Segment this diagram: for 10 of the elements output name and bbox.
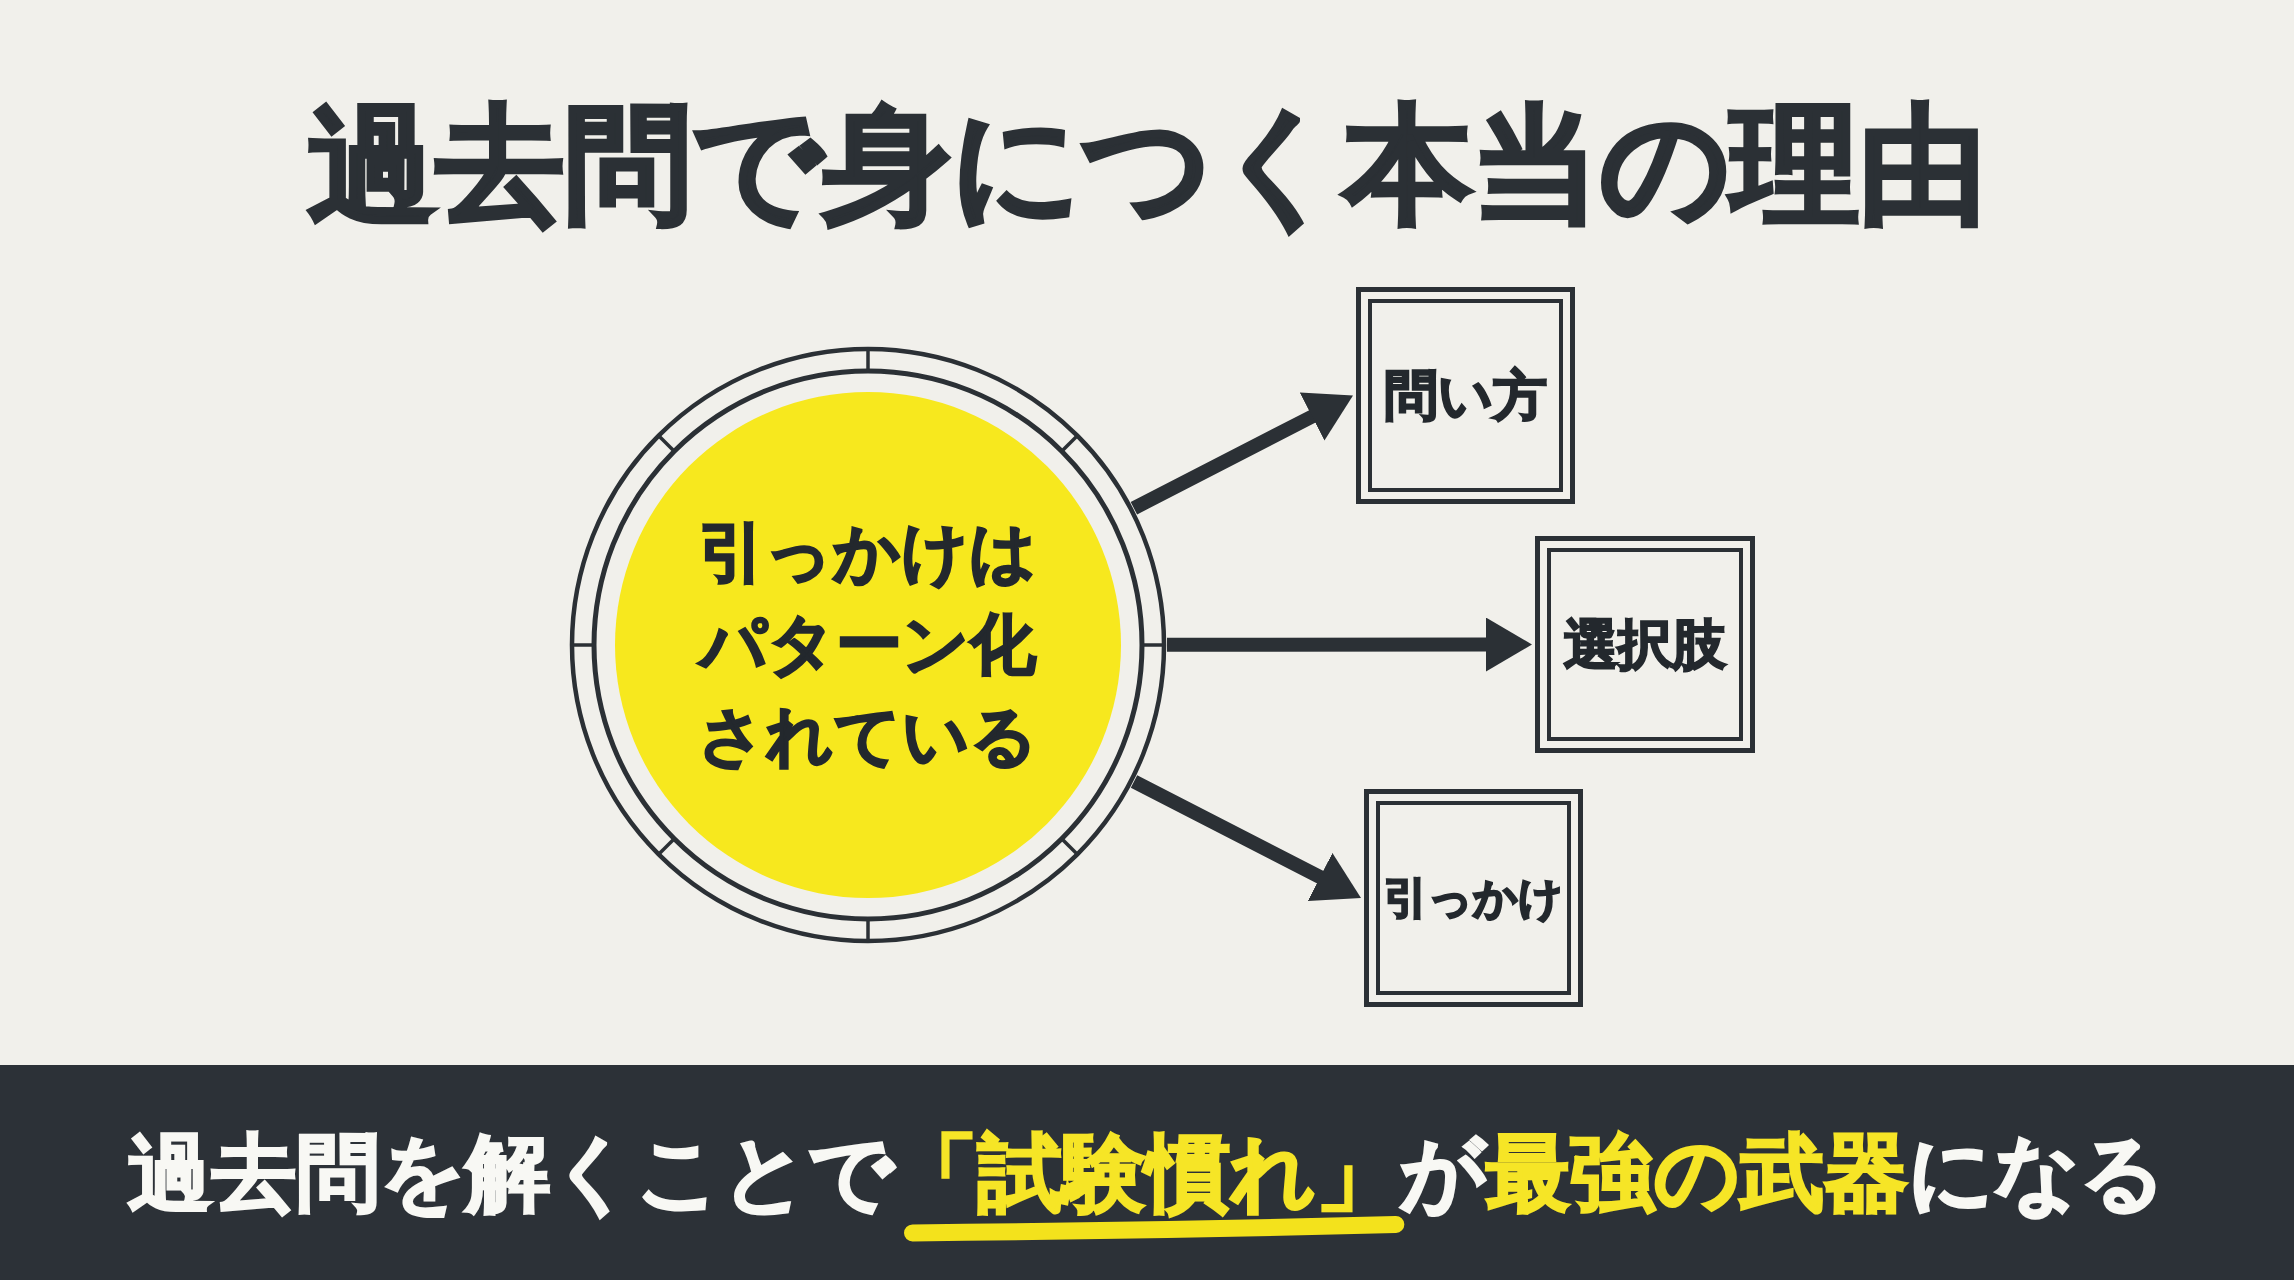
box-label: 選択肢 bbox=[1564, 611, 1726, 678]
box-label: 引っかけ bbox=[1384, 871, 1563, 925]
title: 過去問で身につく本当の理由 bbox=[307, 91, 1987, 239]
box-label: 問い方 bbox=[1384, 362, 1547, 429]
arrow bbox=[1167, 617, 1532, 672]
double-bordered-box bbox=[1356, 287, 1575, 504]
double-bordered-box bbox=[1364, 789, 1583, 1007]
caption-text: 過去問を解くことで「試験慣れ」が最強の武器になる bbox=[128, 1122, 2166, 1223]
double-bordered-box bbox=[1535, 536, 1755, 753]
circle-label: 引っかけはパターン化されている bbox=[698, 513, 1038, 777]
